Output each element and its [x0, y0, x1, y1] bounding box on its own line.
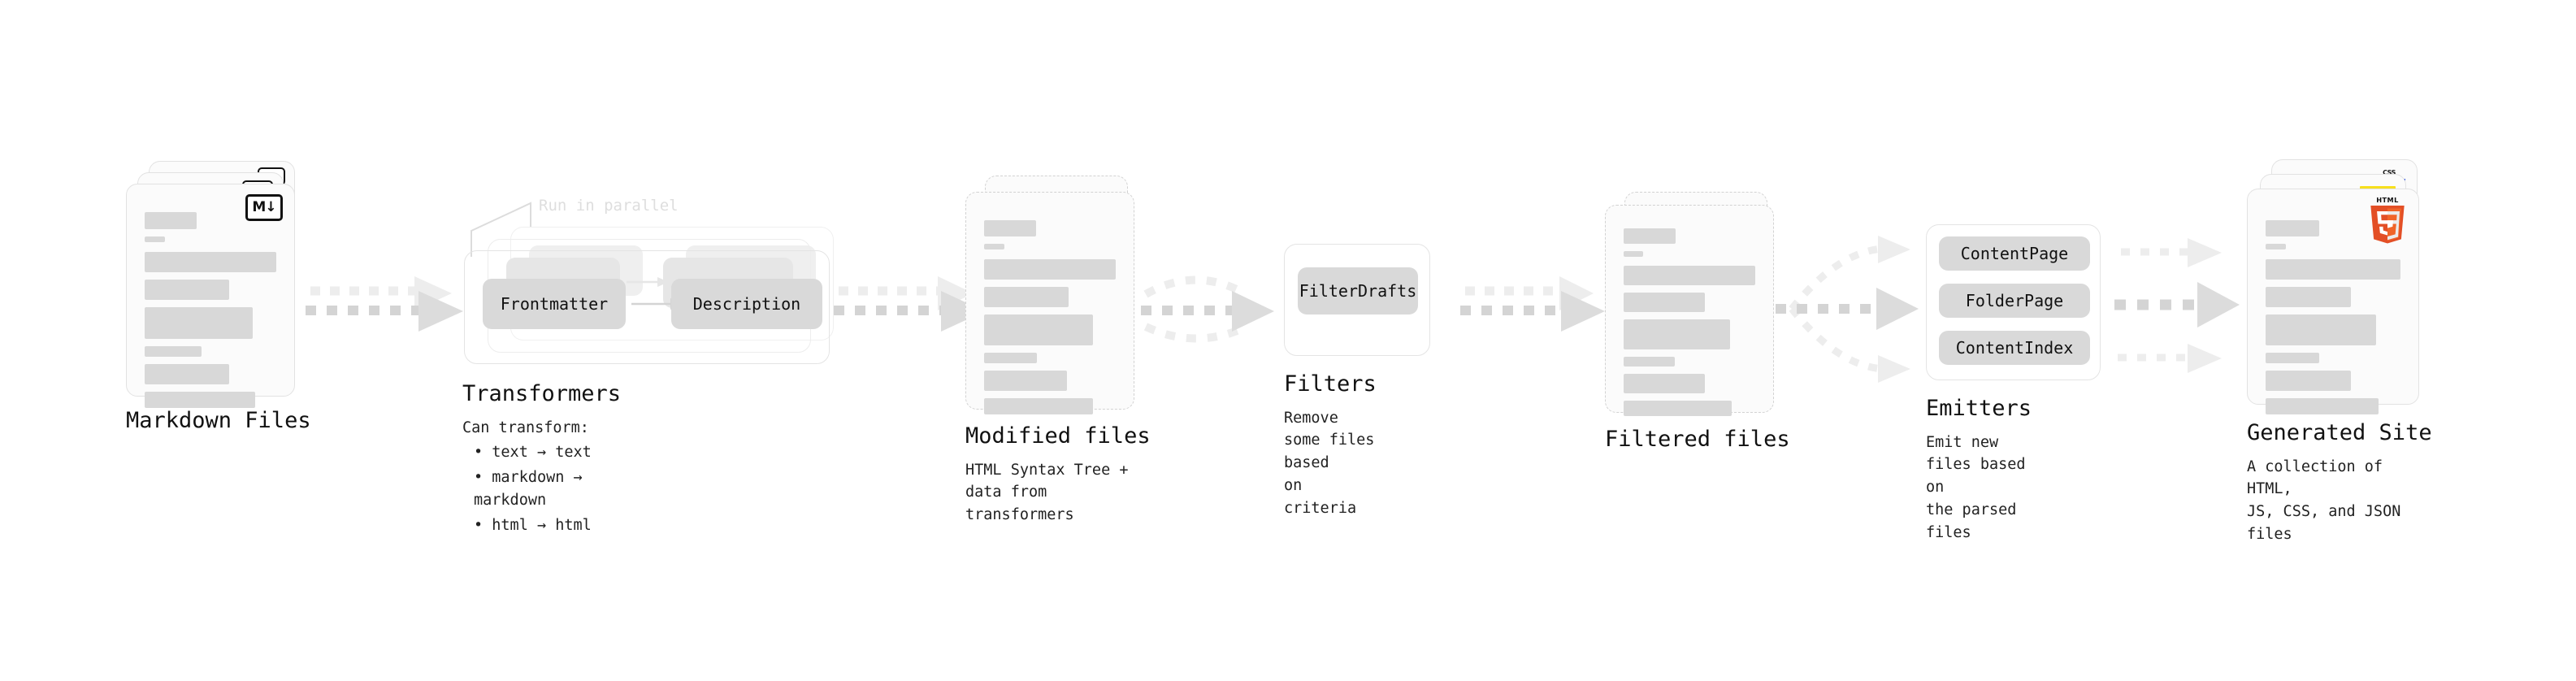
transformer-node-description[interactable]: Description [671, 279, 822, 329]
skeleton-bar [984, 220, 1036, 236]
skeleton-bar [1624, 228, 1676, 244]
caption-filtered-files: Filtered files [1605, 427, 1790, 452]
stage-title: Filtered files [1605, 427, 1790, 452]
transform-arrow-icon [627, 277, 669, 287]
document-skeleton [2266, 220, 2400, 422]
skeleton-bar [2266, 398, 2379, 414]
skeleton-bar [1624, 357, 1676, 367]
markdown-badge: M↓ [245, 194, 283, 221]
generated-site-stack: CSS HTML [2247, 159, 2419, 414]
arrow-modified-to-filters [1141, 275, 1274, 343]
stage-modified-files: Modified files HTML Syntax Tree + data f… [965, 176, 1151, 523]
arrow-transformers-to-modified [834, 276, 985, 332]
caption-emitters: Emitters Emit new files based on the par… [1926, 397, 2032, 544]
filtered-file-front [1605, 205, 1774, 416]
stage-title: Filters [1284, 371, 1377, 397]
skeleton-bar [984, 398, 1094, 414]
emitters-card: ContentPage FolderPage ContentIndex [1926, 224, 2101, 380]
skeleton-bar [984, 259, 1116, 280]
arrow-markdown-to-transformers [306, 276, 463, 332]
css-badge-label: CSS [2383, 169, 2396, 176]
stage-generated-site: CSS HTML [2247, 159, 2432, 543]
skeleton-bar [984, 353, 1037, 363]
transformer-node-frontmatter[interactable]: Frontmatter [483, 279, 626, 329]
skeleton-bar [984, 371, 1068, 391]
document-skeleton [1624, 228, 1755, 423]
modified-file-stack [965, 176, 1134, 414]
skeleton-bar [2266, 314, 2377, 345]
run-in-parallel-label: Run in parallel [539, 197, 679, 215]
stage-title: Markdown Files [126, 408, 311, 433]
arrow-filters-to-filtered [1460, 276, 1605, 332]
document-skeleton [984, 220, 1116, 422]
markdown-file-front: M↓ [126, 184, 295, 408]
skeleton-bar [2266, 371, 2351, 391]
skeleton-bar [2266, 244, 2286, 249]
skeleton-bar [145, 280, 229, 300]
skeleton-bar [984, 314, 1094, 345]
run-in-parallel-bracket [471, 202, 531, 257]
markdown-file-stack: M↓ M↓ M↓ [126, 161, 295, 408]
skeleton-bar [145, 307, 253, 339]
arrow-filtered-to-emitters [1776, 236, 1919, 383]
html5-logo-icon: HTML [2370, 196, 2405, 244]
skeleton-bar [984, 244, 1004, 249]
caption-generated-site: Generated Site A collection of HTML, JS,… [2247, 421, 2432, 546]
skeleton-bar [1624, 319, 1731, 349]
stage-filtered-files: Filtered files [1605, 192, 1790, 451]
skeleton-bar [1624, 293, 1706, 312]
svg-text:HTML: HTML [2376, 196, 2398, 204]
stage-title: Modified files [965, 423, 1151, 449]
skeleton-bar [145, 364, 229, 384]
emitter-node-folderpage[interactable]: FolderPage [1939, 284, 2090, 318]
skeleton-bar [1624, 374, 1706, 393]
stage-title: Transformers [462, 381, 622, 406]
emitter-node-contentpage[interactable]: ContentPage [1939, 236, 2090, 271]
skeleton-bar [145, 212, 197, 229]
stage-markdown-files: M↓ M↓ M↓ Markdown Files [126, 161, 311, 432]
transform-bullet: • text → text [474, 444, 592, 462]
skeleton-bar [1624, 401, 1732, 416]
skeleton-bar [984, 287, 1069, 307]
filtered-file-stack [1605, 192, 1774, 427]
skeleton-bar [2266, 259, 2400, 280]
arrow-emitters-to-site [2114, 238, 2240, 373]
filters-card: FilterDrafts [1284, 244, 1430, 356]
filter-node-filterdrafts[interactable]: FilterDrafts [1298, 267, 1418, 314]
stage-title: Emitters [1926, 396, 2032, 421]
modified-file-front [965, 192, 1134, 414]
transform-bullet: • html → html [474, 516, 592, 534]
stage-subtitle: Emit new files based on the parsed files [1926, 433, 2026, 541]
stage-subtitle: A collection of HTML, JS, CSS, and JSON … [2247, 458, 2401, 543]
stage-subtitle: HTML Syntax Tree + data from transformer… [965, 461, 1129, 524]
skeleton-bar [145, 236, 165, 242]
skeleton-bar [2266, 220, 2319, 236]
transform-bullet: • markdown → markdown [474, 469, 583, 509]
generated-file-html: HTML [2247, 189, 2419, 414]
stage-title: Generated Site [2247, 420, 2432, 445]
caption-modified-files: Modified files HTML Syntax Tree + data f… [965, 424, 1151, 527]
emitter-node-contentindex[interactable]: ContentIndex [1939, 331, 2090, 365]
document-skeleton [145, 212, 276, 415]
caption-markdown-files: Markdown Files [126, 409, 311, 433]
skeleton-bar [145, 392, 256, 408]
skeleton-bar [145, 252, 276, 272]
skeleton-bar [2266, 353, 2320, 363]
caption-transformers: Transformers Can transform: • text → tex… [462, 382, 621, 536]
skeleton-bar [1624, 251, 1643, 257]
skeleton-bar [145, 346, 202, 357]
stage-subtitle: Remove some files based on criteria [1284, 409, 1375, 517]
transformer-card-front: Frontmatter Description [464, 250, 830, 364]
caption-filters: Filters Remove some files based on crite… [1284, 372, 1377, 519]
skeleton-bar [2266, 287, 2351, 307]
stage-subtitle: Can transform: [462, 419, 589, 436]
skeleton-bar [1624, 266, 1755, 285]
